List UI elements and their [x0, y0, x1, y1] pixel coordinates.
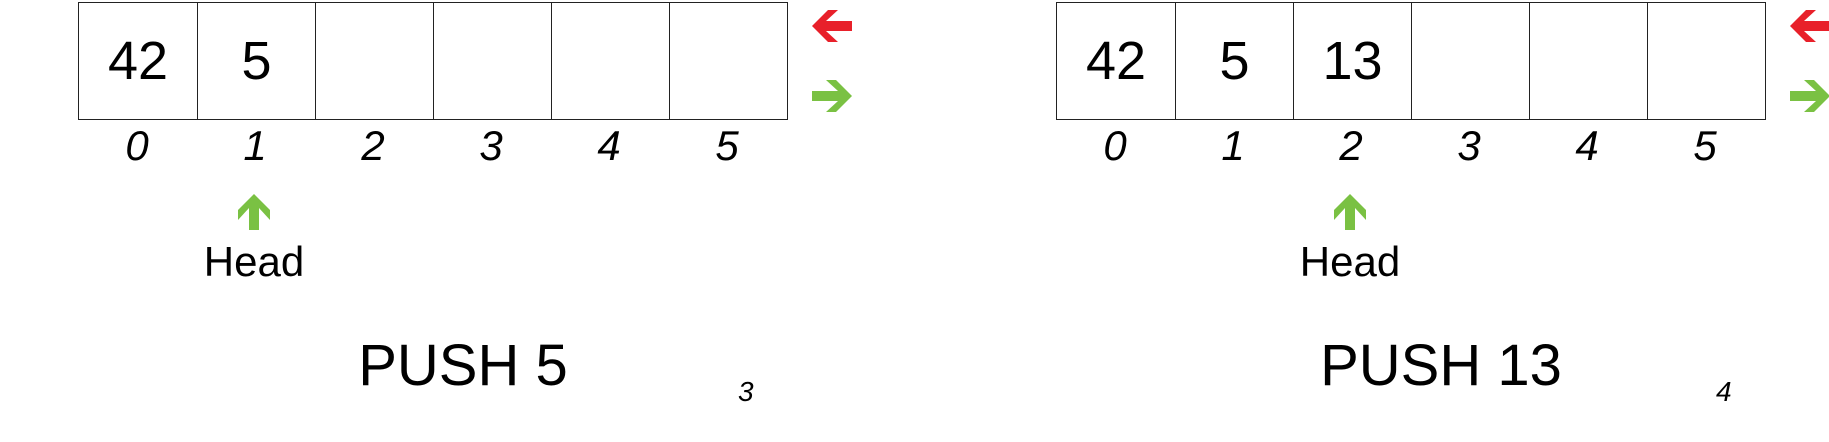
stack-slide-2: 42 5 13 0 1 2 3 4 5 Head PUSH 13 4	[1056, 0, 1829, 442]
index-label-5: 5	[715, 122, 739, 169]
head-label: Head	[1299, 238, 1401, 285]
right-arrow-icon	[812, 80, 852, 112]
page-number: 3	[738, 376, 754, 407]
stack-array: 42 5 13	[1056, 2, 1766, 120]
array-cell-5	[669, 3, 787, 119]
array-cell-1: 5	[197, 3, 315, 119]
array-cell-4	[1529, 3, 1647, 119]
index-label-3: 3	[1457, 122, 1481, 169]
array-cell-3	[433, 3, 551, 119]
array-cell-0: 42	[107, 31, 169, 91]
index-label-4: 4	[1575, 122, 1599, 169]
index-label-2: 2	[361, 122, 385, 169]
array-cell-4	[551, 3, 669, 119]
array-cell-2: 13	[1293, 3, 1411, 119]
left-arrow-icon	[1790, 10, 1829, 42]
index-label-2: 2	[1339, 122, 1363, 169]
index-label-4: 4	[597, 122, 621, 169]
stack-slide-1: 42 5 0 1 2 3 4 5 Head PUSH 5 3	[78, 0, 978, 442]
head-label: Head	[203, 238, 305, 285]
up-arrow-icon	[1334, 194, 1366, 230]
up-arrow-icon	[238, 194, 270, 230]
slide-title: PUSH 13	[1320, 333, 1562, 398]
stack-array: 42 5	[78, 2, 788, 120]
array-cell-1: 5	[1175, 3, 1293, 119]
right-arrow-icon	[1790, 80, 1829, 112]
left-arrow-icon	[812, 10, 852, 42]
array-cell-3	[1411, 3, 1529, 119]
array-cell-2	[315, 3, 433, 119]
array-cell-5	[1647, 3, 1765, 119]
array-cell-0: 42	[1085, 31, 1147, 91]
slide-title: PUSH 5	[358, 333, 568, 398]
index-label-1: 1	[1221, 122, 1245, 169]
index-label-0: 0	[1103, 122, 1127, 169]
index-label-3: 3	[479, 122, 503, 169]
page-number: 4	[1716, 376, 1732, 407]
index-label-5: 5	[1693, 122, 1717, 169]
index-label-0: 0	[125, 122, 149, 169]
index-label-1: 1	[243, 122, 267, 169]
